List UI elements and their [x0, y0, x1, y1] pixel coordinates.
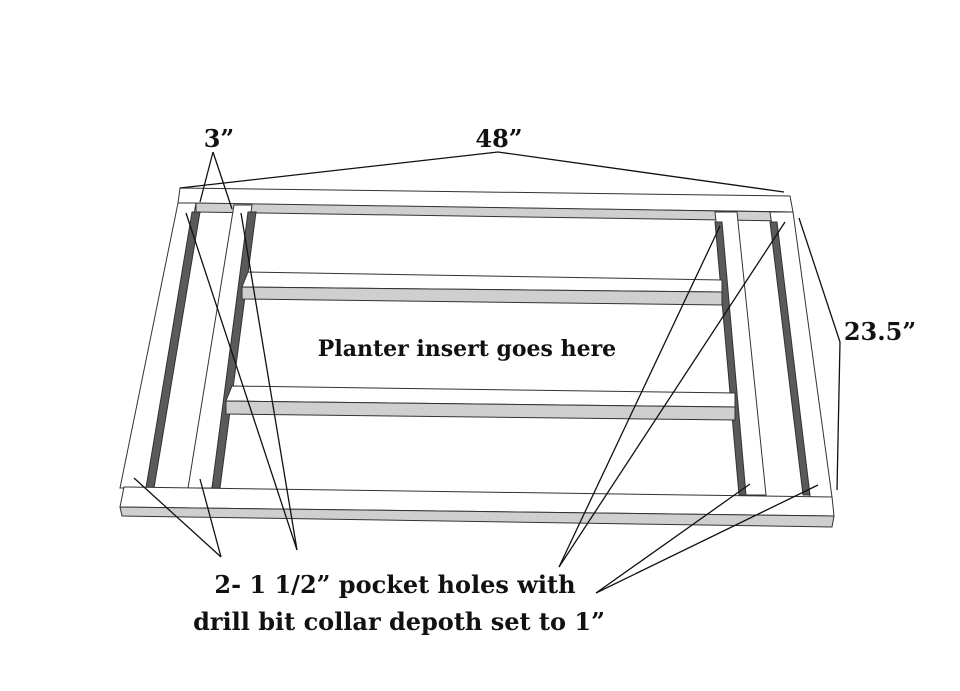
lower-support-slat: [225, 385, 736, 421]
front-rail: [119, 486, 835, 528]
dimension-48-leaders: [179, 151, 785, 193]
pocket-hole-leaders-left: [133, 212, 298, 558]
pocket-hole-note-line1: 2- 1 1/2” pocket holes with: [214, 570, 575, 599]
left-outer-stile: [119, 202, 201, 489]
upper-support-slat: [241, 271, 723, 306]
dimension-48-label: 48”: [475, 124, 522, 153]
dimension-3-label: 3”: [204, 124, 235, 153]
left-inner-stile: [187, 204, 257, 489]
dimension-23-5-leaders: [798, 217, 841, 491]
right-outer-stile: [769, 211, 833, 498]
dimension-3-leaders: [199, 151, 233, 210]
dimension-23-5-label: 23.5”: [844, 317, 916, 346]
back-rail: [177, 187, 794, 222]
pocket-hole-leaders-right: [558, 221, 819, 594]
center-note-label: Planter insert goes here: [318, 336, 616, 362]
pocket-hole-note-line2: drill bit collar depoth set to 1”: [193, 607, 605, 636]
right-inner-stile: [714, 211, 767, 496]
